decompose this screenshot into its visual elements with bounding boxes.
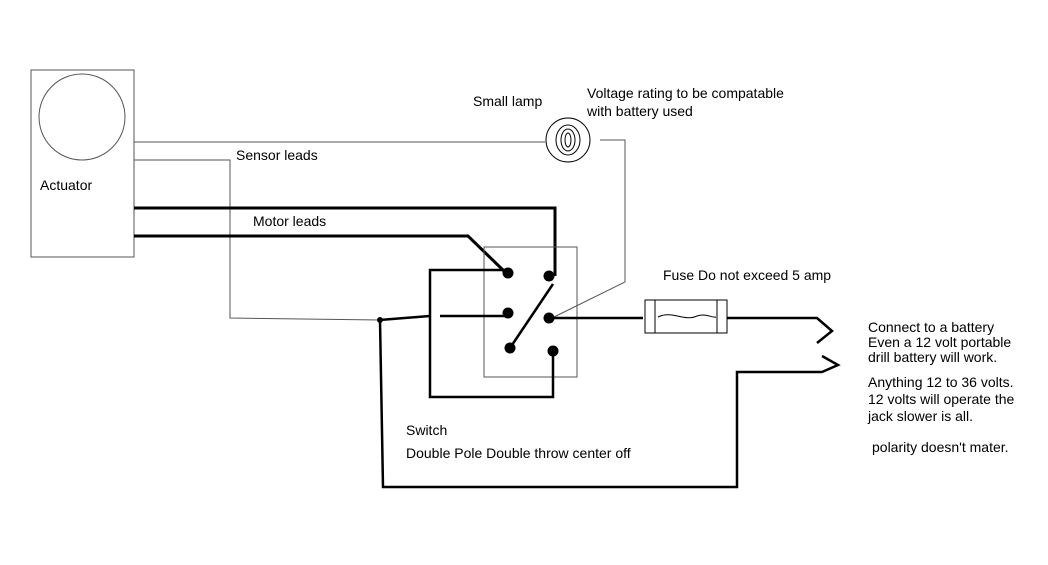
voltage-label-line1: Voltage rating to be compatable: [587, 85, 784, 101]
fuse-icon: [644, 299, 728, 334]
small-lamp-icon: [545, 117, 591, 163]
battery-label-line6: jack slower is all.: [868, 408, 974, 424]
battery-label-line5: 12 volts will operate the: [868, 391, 1015, 407]
switch-terminals: [502, 267, 559, 357]
battery-label-line4: Anything 12 to 36 volts.: [868, 374, 1014, 390]
actuator-circle: [38, 73, 126, 161]
sensor-leads-label: Sensor leads: [236, 147, 318, 163]
motor-leads-label: Motor leads: [253, 213, 327, 229]
motor-leads: [134, 206, 557, 276]
switch-desc-label: Double Pole Double throw center off: [406, 445, 631, 461]
switch-wiring: [428, 268, 643, 399]
fuse-label: Fuse Do not exceed 5 amp: [663, 267, 832, 283]
junction-dot: [377, 317, 383, 323]
voltage-label-line2: with battery used: [587, 103, 693, 119]
switch-body: [483, 246, 578, 378]
sensor-leads: [134, 139, 626, 321]
actuator-box: [30, 69, 135, 258]
battery-label-line3: drill battery will work.: [868, 349, 998, 365]
battery-label-line2: Even a 12 volt portable: [868, 334, 1012, 350]
battery-label-line1: Connect to a battery: [868, 319, 995, 335]
switch-label: Switch: [406, 422, 448, 438]
actuator-label: Actuator: [40, 177, 93, 193]
battery-leads: [378, 314, 841, 489]
polarity-label: polarity doesn't mater.: [872, 439, 1009, 455]
small-lamp-label: Small lamp: [473, 93, 543, 109]
